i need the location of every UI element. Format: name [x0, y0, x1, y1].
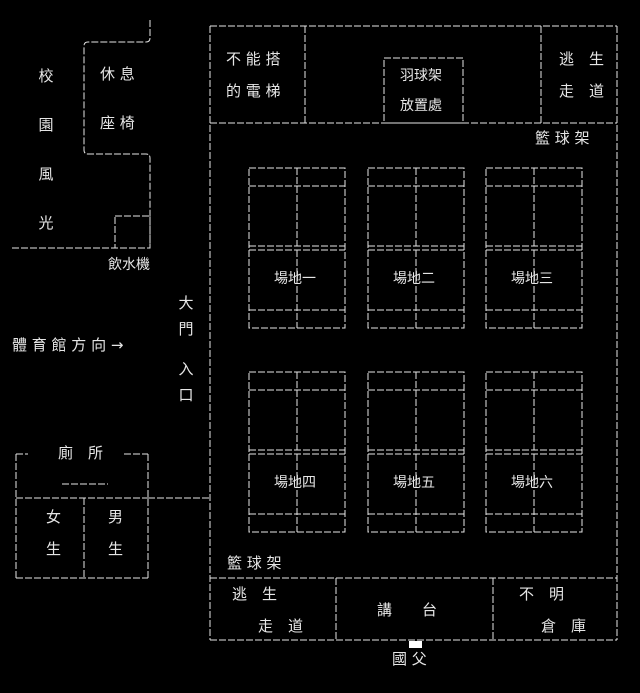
shuttle-rack-line1: 羽球架 [400, 68, 442, 84]
elevator-line2: 的 電 梯 [226, 82, 281, 100]
sun-yatsen-marker [409, 641, 422, 648]
basketball-rack-top-label: 籃 球 架 [535, 129, 590, 147]
podium-label: 講 台 [377, 601, 438, 619]
gym-direction-label: 體 育 館 方 向 → [12, 336, 124, 354]
court-1-label: 場地一 [274, 271, 316, 287]
rest-bench-line2: 座 椅 [100, 114, 135, 132]
restroom-male-line2: 生 [108, 540, 124, 558]
court-4-label: 場地四 [274, 475, 316, 491]
escape-top-line2: 走 道 [559, 82, 605, 100]
court-5-label: 場地五 [393, 475, 435, 491]
bench-path-outline [83, 20, 151, 248]
restroom-female-line2: 生 [46, 540, 62, 558]
drinking-fountain-box [114, 215, 151, 249]
escape-bottom-line2: 走 道 [258, 617, 304, 635]
shuttle-rack-box [383, 57, 464, 124]
basketball-rack-bottom-label: 籃 球 架 [227, 554, 282, 572]
elevator-line1: 不 能 搭 [226, 50, 281, 68]
rest-bench-line1: 休 息 [100, 65, 135, 83]
court-3-label: 場地三 [511, 271, 553, 287]
campus-view-label: 校 園 風 光 [38, 67, 54, 232]
storage-line1: 不 明 [519, 585, 565, 603]
escape-top-line1: 逃 生 [559, 50, 605, 68]
storage-line2: 倉 庫 [541, 617, 587, 635]
court-6-label: 場地六 [511, 475, 553, 491]
drinking-fountain-label: 飲水機 [108, 257, 150, 273]
main-gate-label: 大 門 入 口 [178, 294, 194, 404]
sun-yatsen-label: 國 父 [392, 650, 427, 668]
courts-group [248, 167, 583, 533]
shuttle-rack-line2: 放置處 [400, 98, 442, 114]
court-2-label: 場地二 [393, 271, 435, 287]
escape-bottom-line1: 逃 生 [232, 585, 278, 603]
restroom-male-line1: 男 [108, 508, 124, 526]
restroom-female-line1: 女 [46, 508, 62, 526]
restroom-title: 廁 所 [58, 444, 104, 462]
